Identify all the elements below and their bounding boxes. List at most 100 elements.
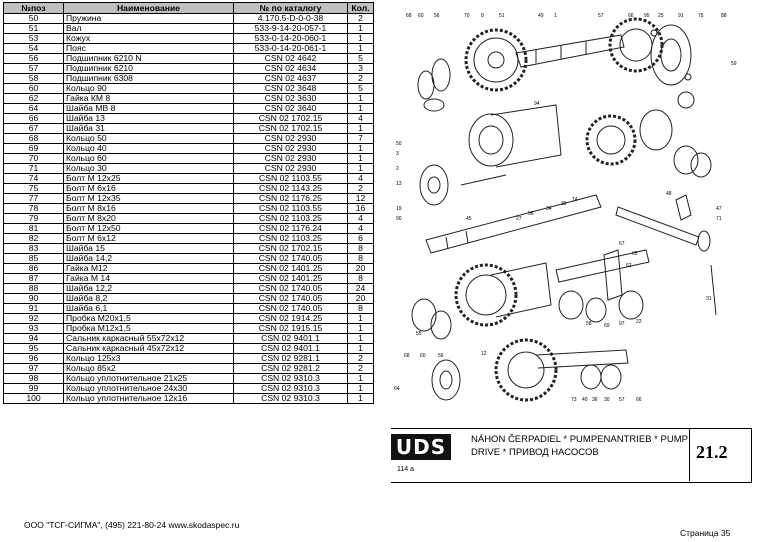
cell-catalog: CSN 02 2930 <box>233 153 348 164</box>
callout-number: 3 <box>396 151 399 157</box>
cell-catalog: CSN 02 1740.05 <box>233 303 348 314</box>
cell-name: Сальник каркасный 55х72х12 <box>63 333 234 344</box>
gear-bottom <box>431 338 629 402</box>
cell-catalog: CSN 02 1103.55 <box>233 173 348 184</box>
callout-number: 74 <box>572 197 578 203</box>
callout-number: 22 <box>636 319 642 325</box>
gear-lower <box>411 262 552 340</box>
cell-qty: 3 <box>347 63 374 74</box>
cell-qty: 1 <box>347 33 374 44</box>
callout-number: 48 <box>666 191 672 197</box>
cell-name: Кольцо 50 <box>63 133 234 144</box>
cell-pos: 53 <box>3 33 64 44</box>
cell-pos: 70 <box>3 153 64 164</box>
cell-name: Шайба МВ 8 <box>63 103 234 114</box>
cell-qty: 1 <box>347 333 374 344</box>
callout-number: 56 <box>434 13 440 19</box>
callout-number: 2 <box>396 166 399 172</box>
cell-qty: 6 <box>347 233 374 244</box>
cell-pos: 78 <box>3 203 64 214</box>
callout-number: 90 <box>396 216 402 222</box>
callout-number: 58 <box>586 321 592 327</box>
cell-catalog: CSN 02 1103.55 <box>233 203 348 214</box>
cell-name: Кольцо уплотнительное 12х16 <box>63 393 234 404</box>
callout-number: 62 <box>626 263 632 269</box>
callout-number: 57 <box>598 13 604 19</box>
cell-catalog: CSN 02 9310.3 <box>233 383 348 394</box>
cell-catalog: CSN 02 9281.2 <box>233 363 348 374</box>
callout-number: 94 <box>534 101 540 107</box>
cell-name: Шайба 15 <box>63 243 234 254</box>
cell-pos: 98 <box>3 373 64 384</box>
cell-name: Кольцо 85х2 <box>63 363 234 374</box>
callout-number: 50 <box>396 141 402 147</box>
cell-pos: 71 <box>3 163 64 174</box>
cell-pos: 99 <box>3 383 64 394</box>
cell-pos: 75 <box>3 183 64 194</box>
cell-catalog: CSN 02 1740.05 <box>233 293 348 304</box>
callout-number: 95 <box>644 13 650 19</box>
cell-qty: 1 <box>347 383 374 394</box>
cell-name: Шайба 13 <box>63 113 234 124</box>
callout-number: 27 <box>516 216 522 222</box>
cell-catalog: CSN 02 9401.1 <box>233 343 348 354</box>
cell-name: Болт М 8х20 <box>63 213 234 224</box>
cell-catalog: CSN 02 1702.15 <box>233 113 348 124</box>
callout-number: 69 <box>604 323 610 329</box>
callout-number: 66 <box>628 13 634 19</box>
cell-name: Кольцо уплотнительное 21х25 <box>63 373 234 384</box>
cell-catalog: CSN 02 1176.24 <box>233 223 348 234</box>
cell-qty: 24 <box>347 283 374 294</box>
cell-name: Пробка М12х1,5 <box>63 323 234 334</box>
rings-upper-left <box>417 58 451 112</box>
cell-pos: 56 <box>3 53 64 64</box>
cell-catalog: CSN 02 1176.25 <box>233 193 348 204</box>
shaft-long <box>425 174 602 254</box>
callout-number: 30 <box>604 397 610 403</box>
cell-qty: 4 <box>347 213 374 224</box>
cell-name: Подшипник 6210 N <box>63 53 234 64</box>
gear-upper-right <box>608 17 664 73</box>
cell-qty: 2 <box>347 13 374 24</box>
header-pos: №поз <box>3 2 64 14</box>
callout-number: 56 <box>438 353 444 359</box>
cell-qty: 20 <box>347 263 374 274</box>
cell-qty: 5 <box>347 83 374 94</box>
cell-pos: 97 <box>3 363 64 374</box>
title-block-frame <box>391 428 752 483</box>
callout-number: 75 <box>698 13 704 19</box>
cell-catalog: CSN 02 2930 <box>233 143 348 154</box>
cell-pos: 91 <box>3 303 64 314</box>
cell-name: Кольцо 40 <box>63 143 234 154</box>
cell-catalog: CSN 02 1914.25 <box>233 313 348 324</box>
cell-catalog: CSN 02 1143.25 <box>233 183 348 194</box>
cell-catalog: CSN 02 1702.15 <box>233 243 348 254</box>
callout-number: 12 <box>481 351 487 357</box>
uds-logo: UDS <box>391 434 451 460</box>
cell-pos: 79 <box>3 213 64 224</box>
cell-catalog: 533-0-14-20-061-1 <box>233 43 348 54</box>
cell-catalog: CSN 02 1740.05 <box>233 283 348 294</box>
footer-company: ООО "ТСГ-СИГМА", (495) 221-80-24 www.sko… <box>24 520 240 530</box>
cell-catalog: CSN 02 3648 <box>233 83 348 94</box>
callout-number: 70 <box>464 13 470 19</box>
callout-number: 45 <box>466 216 472 222</box>
callout-number: 1 <box>554 13 557 19</box>
cell-qty: 1 <box>347 393 374 404</box>
callout-number: 67 <box>619 241 625 247</box>
cell-qty: 1 <box>347 143 374 154</box>
cell-qty: 2 <box>347 363 374 374</box>
cell-qty: 1 <box>347 123 374 134</box>
cell-name: Шайба 14,2 <box>63 253 234 264</box>
cell-qty: 7 <box>347 133 374 144</box>
cell-name: Кольцо уплотнительное 24х30 <box>63 383 234 394</box>
cell-name: Кольцо 125х3 <box>63 353 234 364</box>
